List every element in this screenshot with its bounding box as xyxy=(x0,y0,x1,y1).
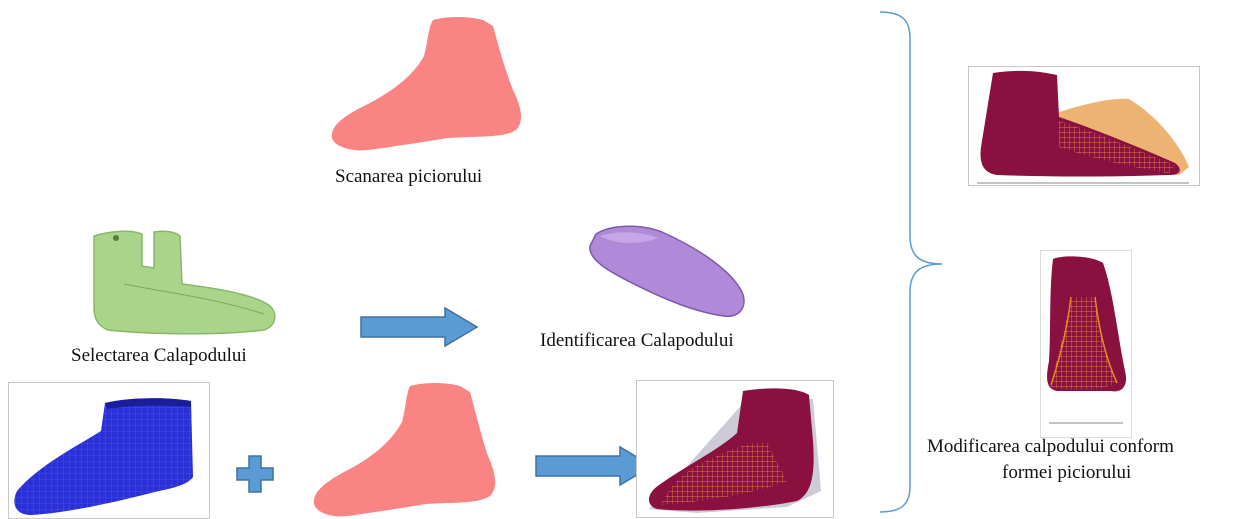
foot-scan-image xyxy=(328,12,528,157)
modify-last-caption-line1: Modificarea calpodului conform xyxy=(927,436,1174,458)
foot-scan-image-2 xyxy=(310,378,505,518)
blue-last-image xyxy=(8,382,210,519)
modified-last-side-image xyxy=(968,66,1200,186)
modified-last-top-image xyxy=(1040,250,1132,438)
identify-last-caption: Identificarea Calapodului xyxy=(540,330,734,352)
select-last-caption: Selectarea Calapodului xyxy=(71,345,247,367)
purple-last-image xyxy=(582,222,752,322)
right-arrow-icon xyxy=(359,306,479,348)
plus-icon xyxy=(235,454,275,494)
modify-last-caption-line2: formei piciorului xyxy=(1002,462,1131,484)
green-last-image xyxy=(84,222,284,337)
fitted-model-image xyxy=(636,380,834,518)
foot-scan-caption: Scanarea piciorului xyxy=(335,166,482,188)
